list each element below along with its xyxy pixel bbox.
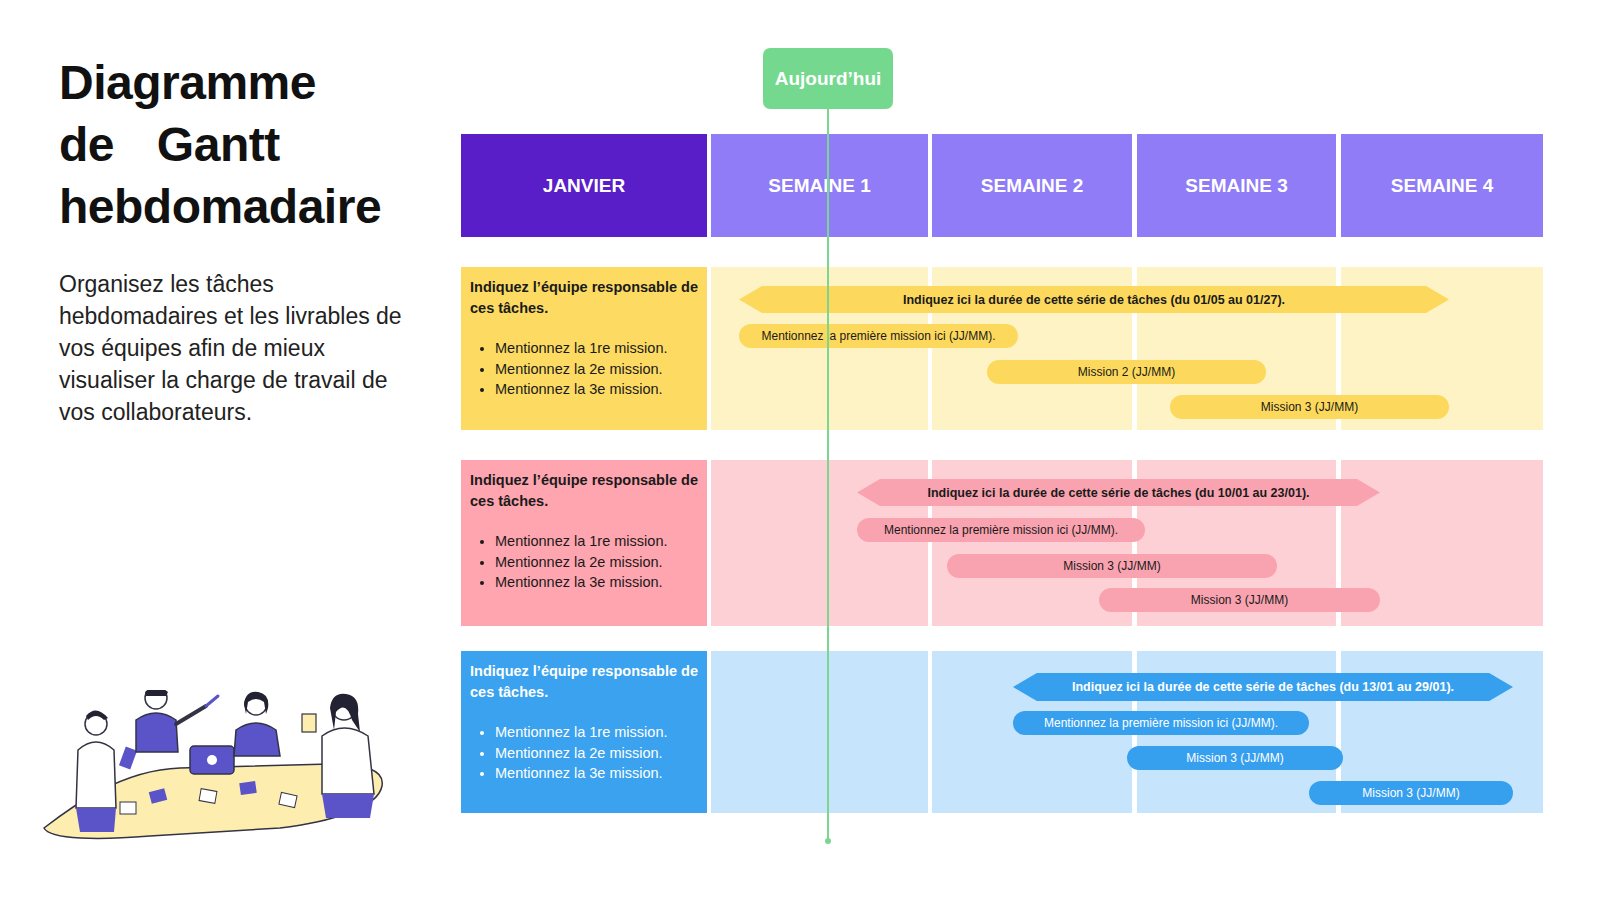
- duration-arrow: Indiquez ici la durée de cette série de …: [857, 479, 1380, 506]
- task-text: Mission 3 (JJ/MM): [1186, 751, 1283, 765]
- task-text: Mentionnez la première mission ici (JJ/M…: [1044, 716, 1278, 730]
- mission-list: Mentionnez la 1re mission.Mentionnez la …: [470, 338, 699, 400]
- task-text: Mission 3 (JJ/MM): [1191, 593, 1288, 607]
- mission-item: Mentionnez la 1re mission.: [495, 531, 699, 552]
- team-heading: Indiquez l’équipe responsable de ces tâc…: [470, 661, 699, 703]
- task-text: Mission 3 (JJ/MM): [1261, 400, 1358, 414]
- task-bar: Mission 3 (JJ/MM): [947, 554, 1277, 578]
- arrow-fill: [739, 286, 1449, 313]
- task-text: Mission 3 (JJ/MM): [1063, 559, 1160, 573]
- header-text: SEMAINE 3: [1185, 175, 1287, 197]
- task-bar: Mentionnez la première mission ici (JJ/M…: [739, 324, 1018, 348]
- mission-item: Mentionnez la 1re mission.: [495, 722, 699, 743]
- row-cell: [711, 651, 928, 813]
- task-bar: Mentionnez la première mission ici (JJ/M…: [1013, 711, 1309, 735]
- team-heading: Indiquez l’équipe responsable de ces tâc…: [470, 470, 699, 512]
- duration-arrow: Indiquez ici la durée de cette série de …: [1013, 673, 1513, 701]
- mission-item: Mentionnez la 2e mission.: [495, 359, 699, 380]
- duration-arrow: Indiquez ici la durée de cette série de …: [739, 286, 1449, 313]
- task-bar: Mission 2 (JJ/MM): [987, 360, 1266, 384]
- task-bar: Mentionnez la première mission ici (JJ/M…: [857, 518, 1145, 542]
- duration-text: Indiquez ici la durée de cette série de …: [903, 293, 1285, 307]
- duration-text: Indiquez ici la durée de cette série de …: [927, 486, 1309, 500]
- header-text: SEMAINE 4: [1391, 175, 1493, 197]
- task-bar: Mission 3 (JJ/MM): [1099, 588, 1380, 612]
- header-text: SEMAINE 2: [981, 175, 1083, 197]
- today-marker: Aujourd’hui: [763, 48, 893, 109]
- today-line-end: [825, 838, 831, 844]
- team-illustration: [30, 690, 410, 860]
- week-header: SEMAINE 3: [1137, 134, 1336, 237]
- header-text: Aujourd’hui: [775, 68, 882, 90]
- mission-list: Mentionnez la 1re mission.Mentionnez la …: [470, 722, 699, 784]
- duration-text: Indiquez ici la durée de cette série de …: [1072, 680, 1454, 694]
- week-header: SEMAINE 2: [932, 134, 1132, 237]
- team-box: Indiquez l’équipe responsable de ces tâc…: [461, 460, 707, 626]
- team-box: Indiquez l’équipe responsable de ces tâc…: [461, 651, 707, 813]
- task-text: Mission 3 (JJ/MM): [1362, 786, 1459, 800]
- week-header: SEMAINE 4: [1341, 134, 1543, 237]
- task-text: Mentionnez la première mission ici (JJ/M…: [761, 329, 995, 343]
- mission-item: Mentionnez la 2e mission.: [495, 552, 699, 573]
- mission-item: Mentionnez la 3e mission.: [495, 379, 699, 400]
- header-text: JANVIER: [543, 175, 625, 197]
- task-bar: Mission 3 (JJ/MM): [1127, 746, 1343, 770]
- mission-item: Mentionnez la 3e mission.: [495, 572, 699, 593]
- team-box: Indiquez l’équipe responsable de ces tâc…: [461, 267, 707, 430]
- task-text: Mission 2 (JJ/MM): [1078, 365, 1175, 379]
- month-header: JANVIER: [461, 134, 707, 237]
- mission-item: Mentionnez la 1re mission.: [495, 338, 699, 359]
- chart-caption: Organisez les tâches hebdomadaires et le…: [59, 268, 404, 428]
- mission-list: Mentionnez la 1re mission.Mentionnez la …: [470, 531, 699, 593]
- task-bar: Mission 3 (JJ/MM): [1170, 395, 1449, 419]
- mission-item: Mentionnez la 2e mission.: [495, 743, 699, 764]
- chart-title: Diagramme de Gantt hebdomadaire: [59, 52, 404, 238]
- header-text: SEMAINE 1: [768, 175, 870, 197]
- mission-item: Mentionnez la 3e mission.: [495, 763, 699, 784]
- arrow-fill: [857, 479, 1380, 506]
- team-heading: Indiquez l’équipe responsable de ces tâc…: [470, 277, 699, 319]
- arrow-fill: [1013, 673, 1513, 701]
- week-header: SEMAINE 1: [711, 134, 928, 237]
- task-text: Mentionnez la première mission ici (JJ/M…: [884, 523, 1118, 537]
- task-bar: Mission 3 (JJ/MM): [1309, 781, 1513, 805]
